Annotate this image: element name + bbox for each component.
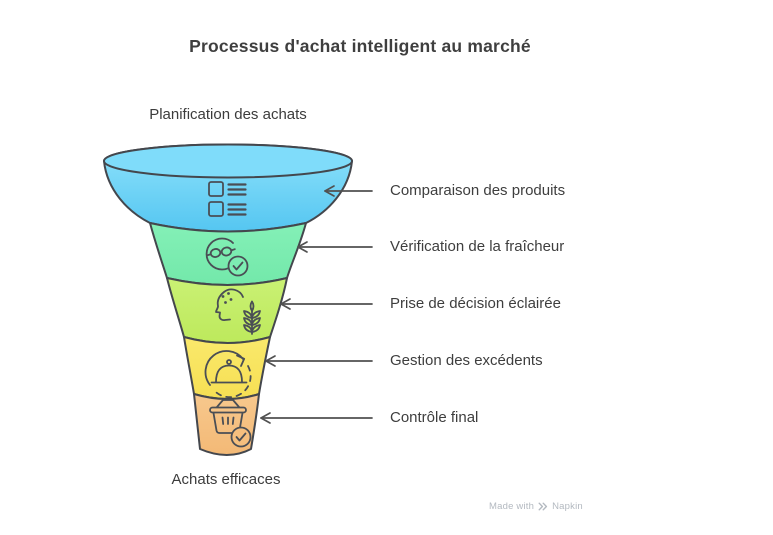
stage-label-2: Vérification de la fraîcheur: [390, 238, 565, 255]
watermark-prefix: Made with: [489, 501, 535, 512]
watermark-brand: Napkin: [552, 501, 583, 512]
funnel-stage-2: [149, 222, 307, 286]
stage-label-4: Gestion des excédents: [390, 352, 543, 369]
napkin-watermark: Made with Napkin: [489, 501, 583, 512]
funnel-stage-5: [193, 393, 260, 456]
glasses-check-icon: [205, 237, 249, 277]
stage-label-3: Prise de décision éclairée: [390, 295, 561, 312]
arrow-stage-4: [265, 355, 373, 367]
mind-grain-icon: [215, 288, 261, 335]
comparison-list-icon: [208, 181, 247, 217]
page-title: Processus d'achat intelligent au marché: [189, 36, 531, 56]
stage-label-5: Contrôle final: [390, 409, 479, 426]
basket-check-icon: [209, 399, 252, 448]
stage-label-1: Comparaison des produits: [390, 182, 566, 199]
arrow-stage-1: [324, 185, 373, 197]
funnel-top-label: Planification des achats: [149, 106, 307, 123]
napkin-logo-icon: [538, 502, 548, 511]
dish-recycle-icon: [204, 350, 252, 399]
funnel-stage-3: [166, 277, 288, 344]
funnel-top-opening: [103, 143, 353, 179]
arrow-stage-2: [297, 241, 373, 253]
funnel-stage-4: [183, 336, 271, 400]
arrow-stage-3: [280, 298, 373, 310]
funnel-bottom-label: Achats efficaces: [171, 471, 281, 488]
arrow-stage-5: [260, 412, 373, 424]
